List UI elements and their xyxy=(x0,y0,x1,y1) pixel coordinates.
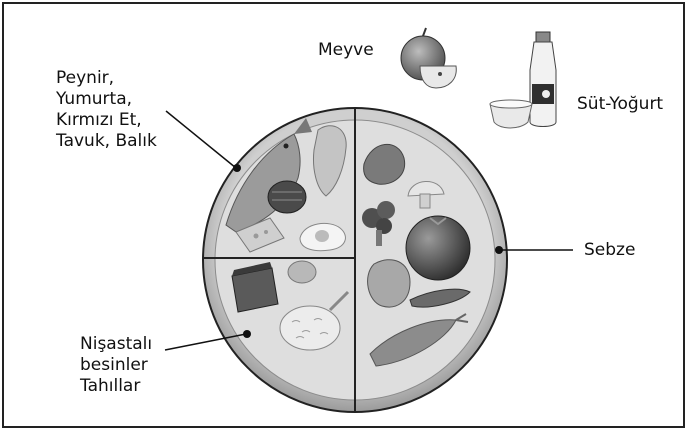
dairy-label: Süt-Yoğurt xyxy=(577,94,663,115)
meat-icon xyxy=(268,181,306,213)
pepper-icon xyxy=(368,260,410,307)
protein-label: Peynir, Yumurta, Kırmızı Et, Tavuk, Balı… xyxy=(56,68,157,152)
vegetable-label: Sebze xyxy=(584,240,635,261)
fruit-label: Meyve xyxy=(318,40,374,61)
milk-bottle-icon xyxy=(530,32,556,127)
grains-label: Nişastalı besinler Tahıllar xyxy=(80,334,152,397)
protein-label-line: Kırmızı Et, xyxy=(56,110,157,131)
grains-label-line: besinler xyxy=(80,355,152,376)
apple-icon xyxy=(401,28,456,88)
protein-label-line: Tavuk, Balık xyxy=(56,131,157,152)
yogurt-bowl-icon xyxy=(490,100,532,128)
potato-icon xyxy=(288,261,316,283)
grains-label-line: Nişastalı xyxy=(80,334,152,355)
grains-label-line: Tahıllar xyxy=(80,376,152,397)
protein-label-line: Yumurta, xyxy=(56,89,157,110)
protein-label-line: Peynir, xyxy=(56,68,157,89)
bread-icon xyxy=(232,262,278,312)
tomato-icon xyxy=(406,216,470,280)
